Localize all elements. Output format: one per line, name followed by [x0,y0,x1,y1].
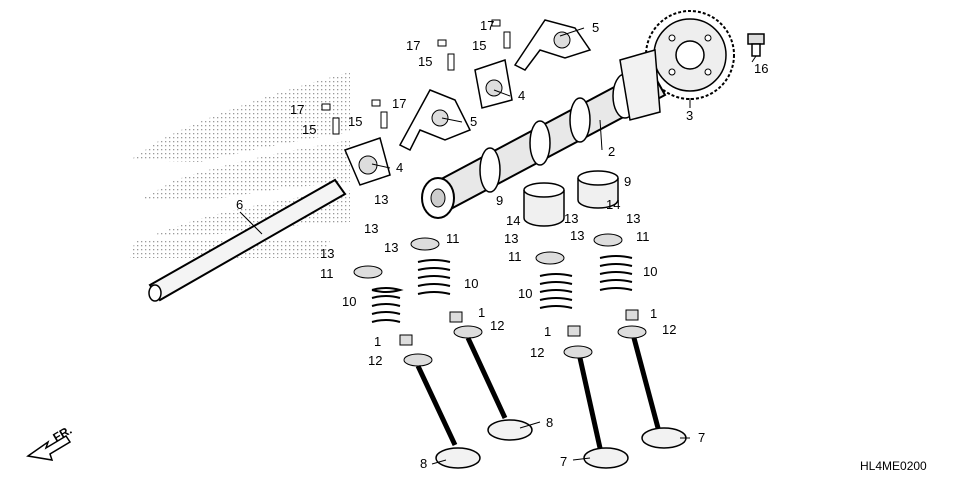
label-1: 1 [650,306,657,321]
label-5: 5 [470,114,477,129]
valve-assembly-3 [535,251,629,469]
label-1: 1 [544,324,551,339]
label-13: 13 [626,211,640,226]
label-5: 5 [592,20,599,35]
cam-sprocket [645,10,735,100]
front-label: FR. [51,423,75,445]
adjuster-parts [321,19,511,135]
label-9: 9 [624,174,631,189]
label-17: 17 [480,18,494,33]
label-10: 10 [342,294,356,309]
label-8: 8 [420,456,427,471]
label-12: 12 [662,322,676,337]
label-7: 7 [560,454,567,469]
leader-lines [239,27,757,465]
honda-wing-watermark [130,72,350,258]
label-6: 6 [236,197,243,212]
label-9: 9 [496,193,503,208]
label-11: 11 [508,249,522,264]
label-17: 17 [290,102,304,117]
rocker-arm-left-lower [343,137,391,186]
label-12: 12 [530,345,544,360]
label-7: 7 [698,430,705,445]
diagram-code: HL4ME0200 [860,459,927,473]
label-12: 12 [368,353,382,368]
label-10: 10 [464,276,478,291]
front-arrow-icon [26,434,72,461]
label-13: 13 [320,246,334,261]
label-13: 13 [564,211,578,226]
label-14: 14 [506,213,520,228]
label-1: 1 [478,305,485,320]
label-4: 4 [396,160,403,175]
label-2: 2 [608,144,615,159]
sprocket-bolt [747,33,765,57]
label-13: 13 [504,231,518,246]
label-13: 13 [570,228,584,243]
label-12: 12 [490,318,504,333]
label-10: 10 [518,286,532,301]
valve-assembly-1 [353,265,481,469]
label-13: 13 [374,192,388,207]
label-17: 17 [392,96,406,111]
label-15: 15 [302,122,316,137]
rocker-arm-right-upper [513,19,592,71]
label-15: 15 [418,54,432,69]
label-16: 16 [754,61,768,76]
label-17: 17 [406,38,420,53]
camshaft [421,49,667,219]
label-10: 10 [643,264,657,279]
label-4: 4 [518,88,525,103]
label-14: 14 [606,197,620,212]
valve-assembly-2 [410,237,533,441]
rocker-arm-right-lower [474,59,513,109]
label-11: 11 [446,231,460,246]
label-15: 15 [472,38,486,53]
label-1: 1 [374,334,381,349]
valve-assembly-4 [593,233,687,449]
label-13: 13 [364,221,378,236]
label-15: 15 [348,114,362,129]
rocker-shaft [148,178,347,302]
label-13: 13 [384,240,398,255]
label-11: 11 [636,229,650,244]
front-direction-marker: FR. [26,423,75,461]
rocker-arm-left-upper [398,89,472,152]
label-3: 3 [686,108,693,123]
label-8: 8 [546,415,553,430]
label-11: 11 [320,266,334,281]
valve-lifters [523,170,619,227]
part-labels: 17 5 17 15 15 16 4 17 17 3 15 5 15 2 4 9… [236,18,768,471]
